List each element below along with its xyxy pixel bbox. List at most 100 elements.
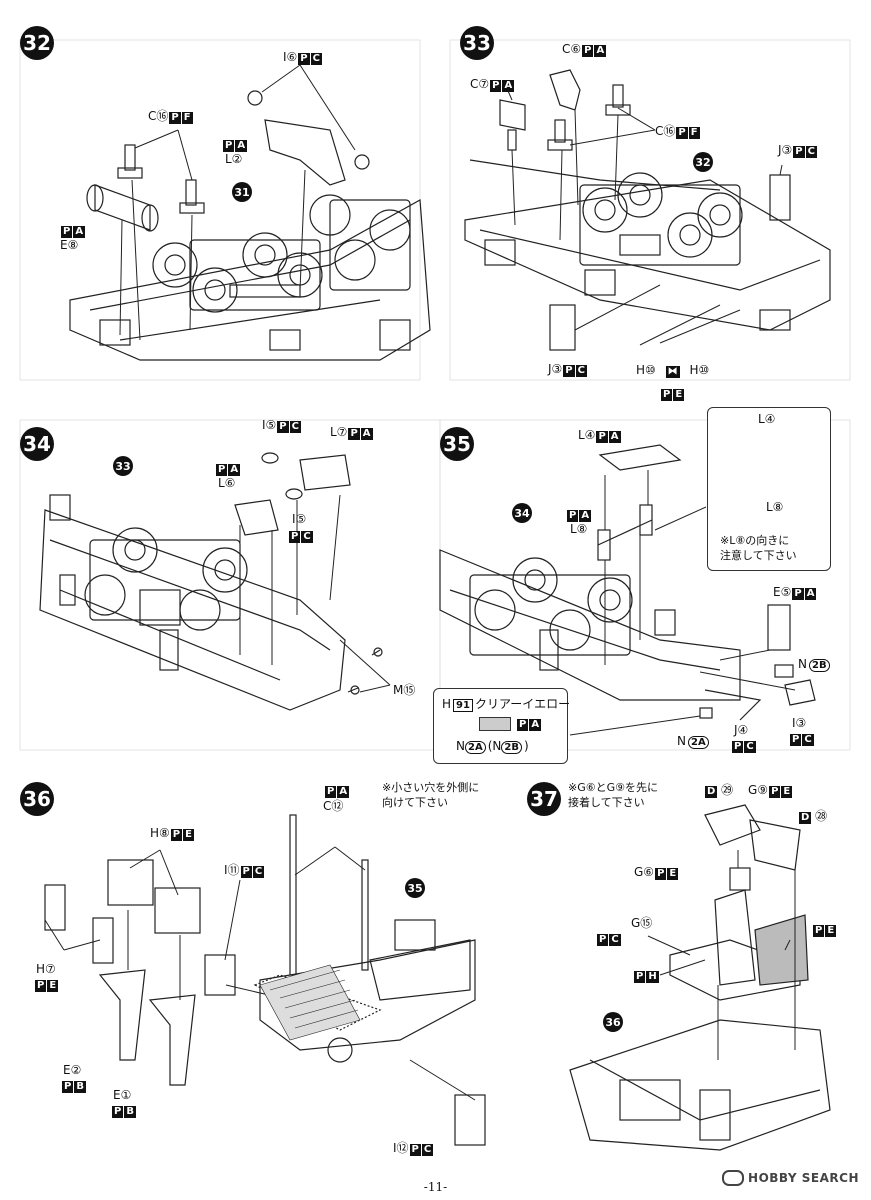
label-j4: J④ bbox=[734, 723, 749, 737]
part-id: N bbox=[677, 734, 686, 748]
part-number: ㉘ bbox=[815, 809, 828, 823]
paint-p: P bbox=[289, 531, 301, 543]
paint-p: P bbox=[216, 464, 228, 476]
part-id: L④ bbox=[578, 428, 596, 442]
paren: ) bbox=[523, 739, 529, 753]
part-number: 2A bbox=[464, 741, 486, 754]
label-l2: L② bbox=[225, 152, 243, 166]
part-id: C⑦ bbox=[470, 77, 490, 91]
paint-p: P bbox=[732, 741, 744, 753]
callout-label-l8: L⑧ bbox=[766, 500, 784, 514]
callout-note: ※L⑧の向きに 注意して下さい bbox=[720, 534, 797, 562]
step-reference-35: 35 bbox=[405, 878, 425, 898]
label-l6: L⑥ bbox=[218, 476, 236, 490]
paint-p: P bbox=[634, 971, 646, 983]
step35-chassis bbox=[439, 444, 816, 736]
paint-c: C bbox=[575, 365, 587, 377]
paint-c: C bbox=[289, 421, 301, 433]
part-id: H⑩ bbox=[689, 363, 710, 377]
step-number-32: 32 bbox=[20, 26, 54, 60]
note-glue-first: ※G⑥とG⑨を先に 接着して下さい bbox=[568, 781, 658, 809]
paint-p: P bbox=[169, 112, 181, 124]
part-id: C⑯ bbox=[655, 124, 676, 138]
paint-p: P bbox=[62, 1081, 74, 1093]
part-id: G⑨ bbox=[748, 783, 769, 797]
paint-a: A bbox=[360, 428, 373, 440]
paint-p: P bbox=[563, 365, 575, 377]
part-id: H⑧ bbox=[150, 826, 170, 840]
part-number: 2B bbox=[808, 659, 830, 672]
paint-e: E bbox=[781, 786, 793, 798]
step34-chassis bbox=[39, 452, 391, 711]
part-id: I⑪ bbox=[224, 863, 240, 877]
step32-chassis bbox=[69, 64, 431, 361]
part-number: 2A bbox=[687, 736, 709, 749]
step36-chassis bbox=[44, 814, 486, 1146]
part-id: I⑫ bbox=[393, 1141, 409, 1155]
clear-part-swatch bbox=[479, 717, 511, 731]
paint-a: A bbox=[502, 80, 515, 92]
paint-p: P bbox=[661, 389, 673, 401]
paint-p: P bbox=[597, 934, 609, 946]
paint-b: B bbox=[74, 1081, 86, 1093]
paint-a: A bbox=[235, 140, 248, 152]
callout-label-l4: L④ bbox=[758, 412, 776, 426]
step36-grating bbox=[259, 964, 361, 1041]
part-id: J③ bbox=[548, 362, 563, 376]
paint-p: P bbox=[409, 1144, 421, 1156]
paint-p: P bbox=[790, 734, 802, 746]
paint-p: P bbox=[792, 588, 804, 600]
step-number-36: 36 bbox=[20, 782, 54, 816]
paint-f: F bbox=[688, 127, 700, 139]
paint-p: P bbox=[676, 127, 688, 139]
step-reference-33: 33 bbox=[113, 456, 133, 476]
paint-p: P bbox=[348, 428, 360, 440]
paint-a: A bbox=[594, 45, 607, 57]
label-h10-pair: H⑩ ⧓ H⑩ bbox=[636, 363, 709, 378]
step33-chassis bbox=[464, 69, 831, 351]
paint-p: P bbox=[112, 1106, 124, 1118]
part-number: ㉙ bbox=[721, 783, 734, 797]
paint-p: P bbox=[170, 829, 183, 841]
label-e2: E② bbox=[63, 1063, 82, 1077]
part-id: N bbox=[456, 739, 465, 753]
paint-a: A bbox=[608, 431, 621, 443]
part-id: E⑤ bbox=[773, 585, 792, 599]
paint-c: C bbox=[310, 53, 322, 65]
label-c12: C⑫ bbox=[323, 799, 344, 813]
paint-h: H bbox=[646, 971, 659, 983]
paint-e: E bbox=[825, 925, 837, 937]
paint-p: P bbox=[813, 925, 825, 937]
paint-code-h: H bbox=[442, 697, 452, 711]
paint-a: A bbox=[529, 719, 542, 731]
paint-name: クリアーイエロー bbox=[474, 697, 571, 711]
paint-e: E bbox=[667, 868, 679, 880]
paint-p: P bbox=[298, 53, 310, 65]
step-reference-36: 36 bbox=[603, 1012, 623, 1032]
part-id: L⑦ bbox=[330, 425, 348, 439]
paint-e: E bbox=[673, 389, 685, 401]
paint-p: P bbox=[567, 510, 579, 522]
paint-c: C bbox=[301, 531, 313, 543]
